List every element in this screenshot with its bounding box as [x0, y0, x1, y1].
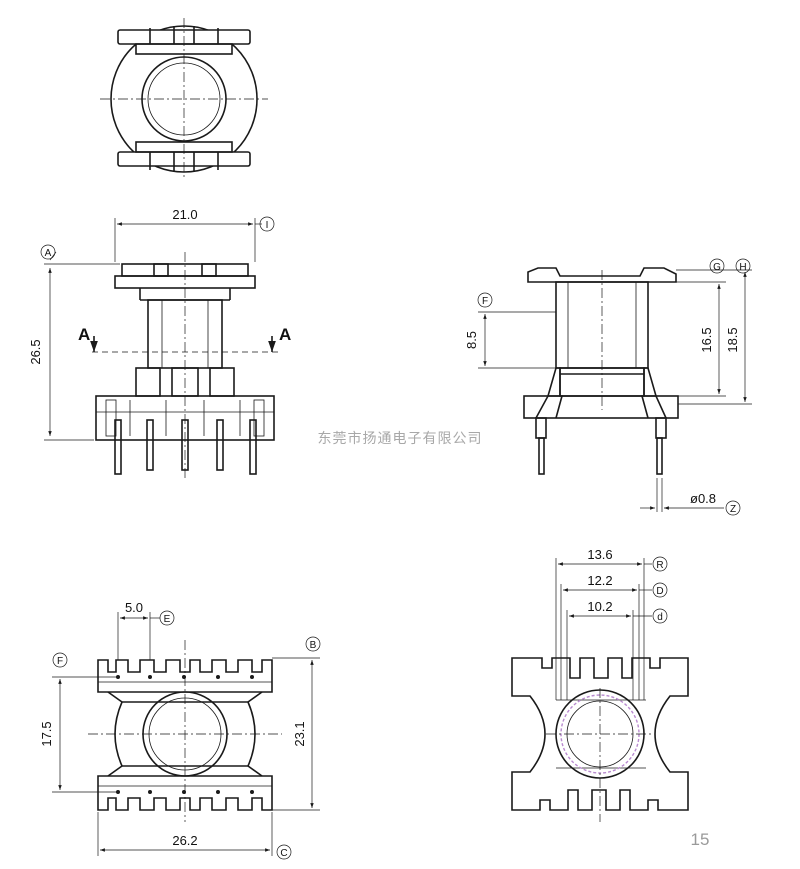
dim-bottom-width: 26.2 — [172, 833, 197, 848]
callout-r: R — [652, 556, 668, 572]
dim-dia-d-upper: 12.2 — [587, 573, 612, 588]
dim-height-side-3: 18.5 — [725, 327, 740, 352]
dim-bottom-depth: 23.1 — [292, 721, 307, 746]
dim-height-side-2: 16.5 — [699, 327, 714, 352]
callout-c: C — [276, 844, 292, 860]
svg-text:C: C — [280, 848, 287, 859]
callout-d-upper: D — [652, 582, 668, 598]
dim-dia-d-lower: 10.2 — [587, 599, 612, 614]
svg-text:A: A — [45, 248, 52, 259]
dim-width-top: 21.0 — [172, 207, 197, 222]
section-label-right: A — [279, 325, 291, 344]
dim-dia-r: 13.6 — [587, 547, 612, 562]
svg-text:d: d — [657, 612, 663, 623]
callout-i: I — [259, 216, 275, 232]
callout-d-lower: d — [652, 608, 668, 624]
svg-text:D: D — [656, 586, 663, 597]
callout-e: E — [159, 610, 175, 626]
svg-text:Z: Z — [730, 504, 736, 515]
side-view — [478, 267, 752, 512]
callout-h: H — [735, 258, 751, 274]
dim-height-side-1: 8.5 — [464, 331, 479, 349]
dim-bottom-height: 17.5 — [39, 721, 54, 746]
svg-text:F: F — [482, 296, 488, 307]
bottom-view-right — [511, 558, 689, 822]
svg-text:H: H — [739, 262, 746, 273]
company-watermark: 东莞市扬通电子有限公司 — [318, 430, 483, 447]
callout-f-side: F — [477, 292, 493, 308]
svg-text:G: G — [713, 262, 721, 273]
section-label-left: A — [78, 325, 90, 344]
callout-a: A — [40, 244, 56, 260]
svg-text:B: B — [310, 640, 317, 651]
dim-pin-pitch: 5.0 — [125, 600, 143, 615]
svg-text:I: I — [266, 220, 269, 231]
svg-text:F: F — [57, 656, 63, 667]
callout-f-bottom: F — [52, 652, 68, 668]
bottom-view — [52, 612, 320, 856]
dim-height-total: 26.5 — [28, 339, 43, 364]
page-number: 15 — [691, 830, 710, 849]
svg-text:R: R — [656, 560, 663, 571]
callout-g: G — [709, 258, 725, 274]
callout-b: B — [305, 636, 321, 652]
callout-z: Z — [725, 500, 741, 516]
svg-text:E: E — [164, 614, 171, 625]
front-view — [44, 218, 278, 478]
dim-pin-diameter: ø0.8 — [690, 491, 716, 506]
top-view — [100, 18, 268, 180]
